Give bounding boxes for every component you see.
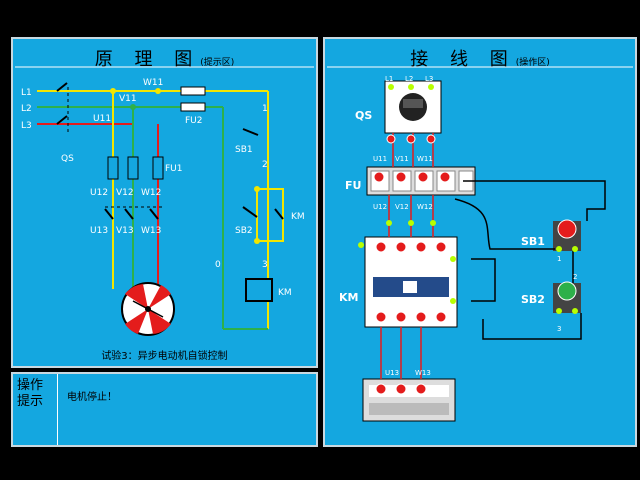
label-qs: QS bbox=[61, 154, 74, 164]
label-sb2: SB2 bbox=[235, 226, 253, 236]
label-fu-wiring: FU bbox=[345, 179, 361, 192]
label-sb2-node-3: 3 bbox=[557, 325, 561, 333]
motor-icon bbox=[121, 282, 175, 336]
label-sb1: SB1 bbox=[235, 145, 253, 155]
fuse-fu1-v bbox=[127, 156, 139, 180]
label-l3: L3 bbox=[21, 121, 32, 131]
fuse-fu1-u bbox=[107, 156, 119, 180]
label-node-2: 2 bbox=[262, 160, 268, 170]
label-sb2-wiring: SB2 bbox=[521, 293, 545, 306]
label-u13: U13 bbox=[90, 226, 108, 236]
label-fu2: FU2 bbox=[185, 116, 203, 126]
label-u11: U11 bbox=[93, 114, 111, 124]
label-u12-wiring: U12 bbox=[373, 203, 387, 211]
label-sb1-wiring: SB1 bbox=[521, 235, 545, 248]
label-w13-wiring: W13 bbox=[415, 369, 431, 377]
label-node-0: 0 bbox=[215, 260, 221, 270]
fuse-fu1-w bbox=[152, 156, 164, 180]
label-km-contact: KM bbox=[291, 212, 305, 222]
schematic-title: 原 理 图(提示区) bbox=[13, 45, 316, 71]
label-l2: L2 bbox=[21, 104, 32, 114]
label-node-1: 1 bbox=[262, 104, 268, 114]
schematic-panel: 原 理 图(提示区) bbox=[11, 37, 318, 368]
label-v11: V11 bbox=[119, 94, 137, 104]
schematic-title-text: 原 理 图 bbox=[94, 49, 201, 70]
label-v13: V13 bbox=[116, 226, 134, 236]
label-sb1-node-2: 2 bbox=[573, 273, 577, 281]
label-w13: W13 bbox=[141, 226, 161, 236]
terminal-block bbox=[362, 378, 456, 422]
label-w11: W11 bbox=[143, 78, 163, 88]
schematic-caption: 试验3：异步电动机自锁控制 bbox=[101, 351, 228, 362]
label-km-coil: KM bbox=[278, 288, 292, 298]
label-v12: V12 bbox=[116, 188, 134, 198]
wiring-panel: 接 线 图(操作区) bbox=[323, 37, 637, 447]
label-l1-wiring: L1 bbox=[385, 75, 393, 83]
label-u13-wiring: U13 bbox=[385, 369, 399, 377]
fuse-fu2-a bbox=[180, 86, 206, 96]
km-coil bbox=[245, 278, 273, 302]
label-km-wiring: KM bbox=[339, 291, 358, 304]
sb1-button[interactable] bbox=[553, 219, 581, 251]
label-u12: U12 bbox=[90, 188, 108, 198]
hint-panel: 操作提示 电机停止！ bbox=[11, 372, 318, 447]
wiring-title: 接 线 图(操作区) bbox=[325, 45, 635, 71]
label-v12-wiring: V12 bbox=[395, 203, 409, 211]
label-v11-wiring: V11 bbox=[395, 155, 409, 163]
sb2-button[interactable] bbox=[553, 281, 581, 313]
label-l3-wiring: L3 bbox=[425, 75, 433, 83]
fuse-fu2-b bbox=[180, 102, 206, 112]
label-l1: L1 bbox=[21, 88, 32, 98]
label-u11-wiring: U11 bbox=[373, 155, 387, 163]
wiring-title-note: (操作区) bbox=[515, 58, 550, 68]
label-w12: W12 bbox=[141, 188, 161, 198]
label-fu1: FU1 bbox=[165, 164, 183, 174]
label-l2-wiring: L2 bbox=[405, 75, 413, 83]
wiring-title-text: 接 线 图 bbox=[410, 49, 516, 70]
label-qs-wiring: QS bbox=[355, 109, 372, 122]
hint-title: 操作提示 bbox=[17, 378, 44, 409]
schematic-diagram: L1 L2 L3 QS U11 V11 W11 FU1 FU2 U12 V12 … bbox=[15, 66, 314, 336]
label-node-3: 3 bbox=[262, 260, 268, 270]
label-w11-wiring: W11 bbox=[417, 155, 433, 163]
label-sb1-node-1: 1 bbox=[557, 255, 561, 263]
hint-message: 电机停止！ bbox=[67, 392, 117, 403]
label-w12-wiring: W12 bbox=[417, 203, 433, 211]
wiring-diagram: QS FU KM SB1 SB2 L1 L2 L3 U11 V11 W11 U1… bbox=[327, 66, 633, 422]
schematic-title-note: (提示区) bbox=[200, 58, 235, 68]
